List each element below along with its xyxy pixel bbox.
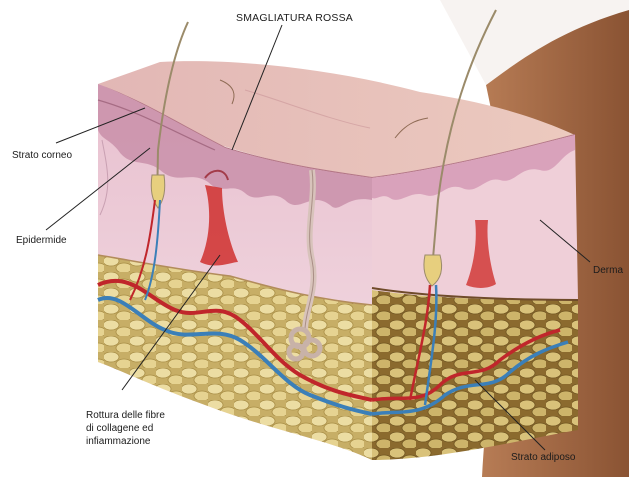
strato-adiposo-label: Strato adiposo <box>511 452 576 464</box>
derma-label: Derma <box>593 265 623 277</box>
epidermide-label: Epidermide <box>16 235 67 247</box>
strato-corneo-label: Strato corneo <box>12 150 72 162</box>
rottura-label-line3: infiammazione <box>86 436 150 448</box>
rottura-label-line1: Rottura delle fibre <box>86 410 165 422</box>
rottura-label-line2: di collagene ed <box>86 423 153 435</box>
title-label: SMAGLIATURA ROSSA <box>236 12 353 24</box>
